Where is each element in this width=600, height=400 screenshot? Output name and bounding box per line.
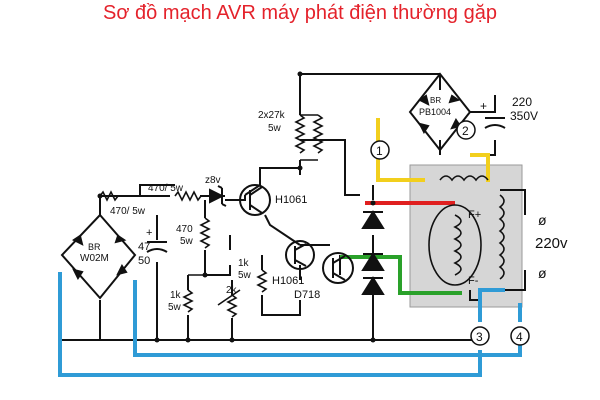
output-voltage-label: 220v: [535, 235, 568, 252]
res-470-a-label: 470/ 5w: [148, 183, 184, 194]
zener-diode: [209, 185, 227, 207]
cap-top-plus: +: [480, 99, 487, 113]
res-470-c-power: 5w: [180, 236, 194, 247]
resistor-470-c: [199, 217, 211, 249]
generator-rotor: [428, 204, 482, 286]
transistor-d718: [322, 252, 354, 284]
cap-left-plus: +: [146, 227, 152, 239]
svg-text:3: 3: [476, 330, 483, 344]
top-bridge-rectifier: [408, 72, 472, 152]
yellow-wire: [376, 118, 490, 182]
svg-text:2: 2: [462, 124, 469, 138]
res-1k-b-label: 1k: [238, 258, 250, 269]
cap-left-voltage: 50: [138, 255, 150, 267]
res-1k-a-label: 1k: [170, 290, 182, 301]
res-2k-label: 2k: [226, 285, 238, 296]
transistor-h1061-lower: [285, 240, 315, 270]
svg-text:1: 1: [376, 144, 383, 158]
marker-2: 2: [456, 120, 476, 140]
resistor-470-b: [99, 190, 119, 202]
transistor-h1061-2-label: H1061: [272, 275, 304, 287]
diode-column: [361, 210, 385, 295]
br-top-label: BR: [430, 96, 441, 105]
field-plus-label: F+: [468, 209, 481, 221]
marker-1: 1: [370, 140, 390, 160]
page-title: Sơ đồ mạch AVR máy phát điện thường gặp: [103, 2, 497, 24]
resistor-2x27k: [294, 114, 324, 161]
br-left-label: BR: [88, 242, 101, 252]
zener-label: z8v: [205, 175, 221, 186]
svg-text:4: 4: [516, 330, 523, 344]
output-term-top: ø: [538, 212, 547, 228]
resistor-470-a: [174, 190, 202, 202]
cap-top-voltage: 350V: [510, 109, 538, 123]
marker-4: 4: [510, 326, 530, 346]
resistor-2k: [217, 289, 241, 318]
br-top-part: PB1004: [419, 107, 451, 117]
field-minus-label: F-: [468, 275, 479, 287]
br-left-part: W02M: [80, 253, 109, 264]
generator-coil-top: [439, 175, 489, 182]
cap-left-value: 47: [138, 241, 150, 253]
top-capacitor: [484, 117, 506, 129]
transistor-h1061-top: [239, 184, 271, 216]
res-top-label: 2x27k: [258, 110, 286, 121]
res-470-c-label: 470: [176, 224, 193, 235]
junction-dots: [97, 71, 376, 343]
black-wires: [60, 73, 526, 341]
transistor-top-label: H1061: [275, 194, 307, 206]
marker-3: 3: [470, 326, 490, 346]
res-470-b-label: 470/ 5w: [110, 206, 146, 217]
resistor-1k-a: [182, 274, 205, 313]
generator-box: [409, 164, 523, 308]
blue-wire: [58, 272, 522, 377]
res-top-power: 5w: [268, 123, 282, 134]
generator-coil-right: [498, 194, 505, 280]
res-1k-b-power: 5w: [238, 270, 252, 281]
left-bridge-rectifier: [60, 213, 137, 300]
res-1k-a-power: 5w: [168, 302, 182, 313]
output-term-bottom: ø: [538, 265, 547, 281]
left-capacitor: [146, 241, 168, 253]
resistor-1k-b: [256, 269, 268, 293]
transistor-d718-label: D718: [294, 289, 320, 301]
cap-top-value: 220: [512, 95, 532, 109]
